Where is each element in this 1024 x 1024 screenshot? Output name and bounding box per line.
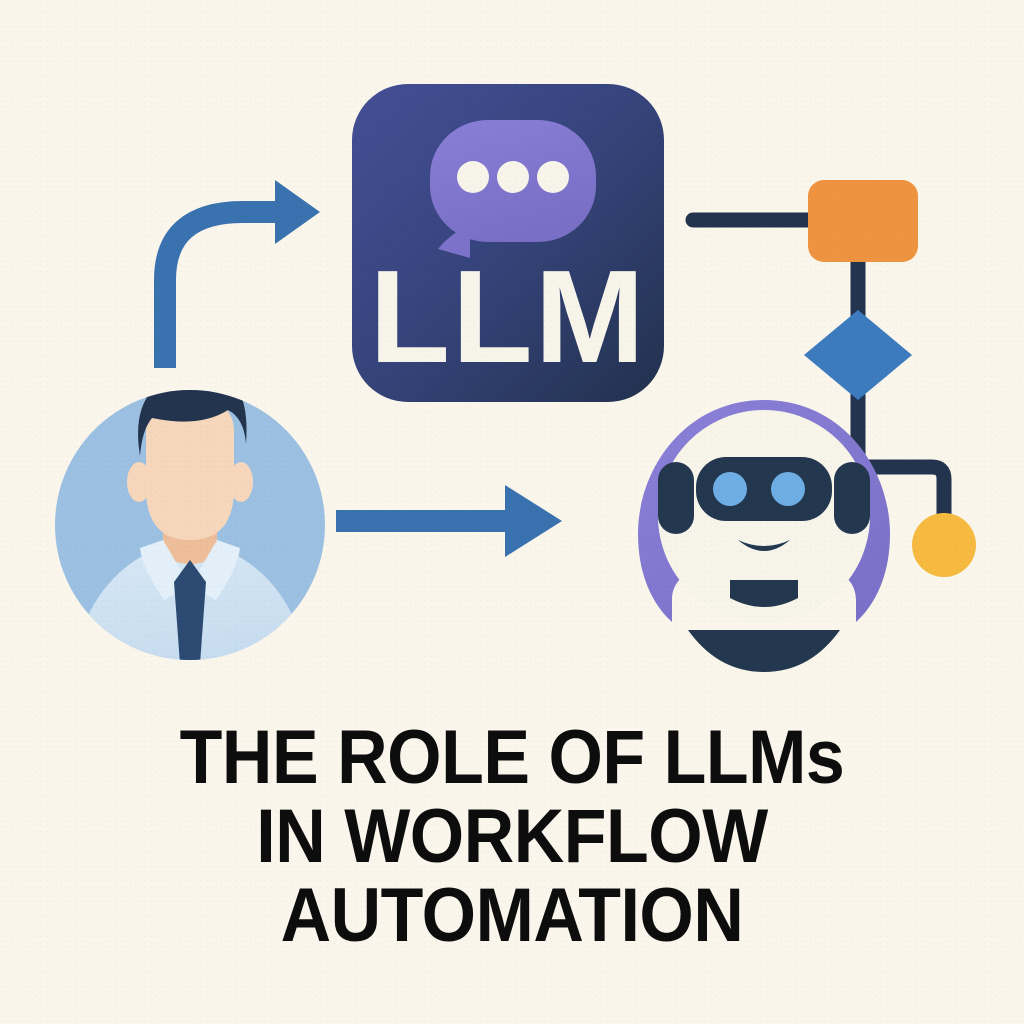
- robot-assistant: [638, 400, 890, 672]
- robot-ear-right: [834, 462, 870, 534]
- user-avatar: [55, 390, 325, 660]
- flowchart-decision-node: [804, 310, 912, 400]
- typing-dot-2: [497, 161, 529, 193]
- curved-arrow-head: [275, 180, 320, 244]
- typing-dot-1: [457, 161, 489, 193]
- robot-ear-left: [658, 462, 694, 534]
- flowchart-terminal-node: [912, 513, 976, 577]
- flowchart-process-node: [808, 180, 918, 262]
- speech-bubble-tail: [438, 224, 470, 258]
- avatar-ear-right: [229, 462, 253, 502]
- llm-wordmark: LLM: [369, 243, 646, 390]
- curved-arrow-shaft: [154, 201, 283, 368]
- robot-mouth: [738, 540, 790, 551]
- straight-arrow-shaft: [336, 510, 518, 532]
- avatar-ear-left: [127, 462, 151, 502]
- llm-card: LLM: [352, 84, 664, 402]
- typing-dot-3: [537, 161, 569, 193]
- avatar-tie: [174, 560, 206, 660]
- straight-arrow-head: [505, 485, 562, 557]
- robot-base: [688, 630, 840, 672]
- straight-arrow-user-to-robot: [336, 485, 562, 557]
- robot-neck: [730, 580, 798, 607]
- speech-bubble-icon: [430, 120, 596, 258]
- avatar-face: [146, 398, 234, 540]
- robot-eye-right: [771, 472, 805, 506]
- curved-arrow-user-to-llm: [154, 180, 320, 368]
- robot-eye-left: [713, 472, 747, 506]
